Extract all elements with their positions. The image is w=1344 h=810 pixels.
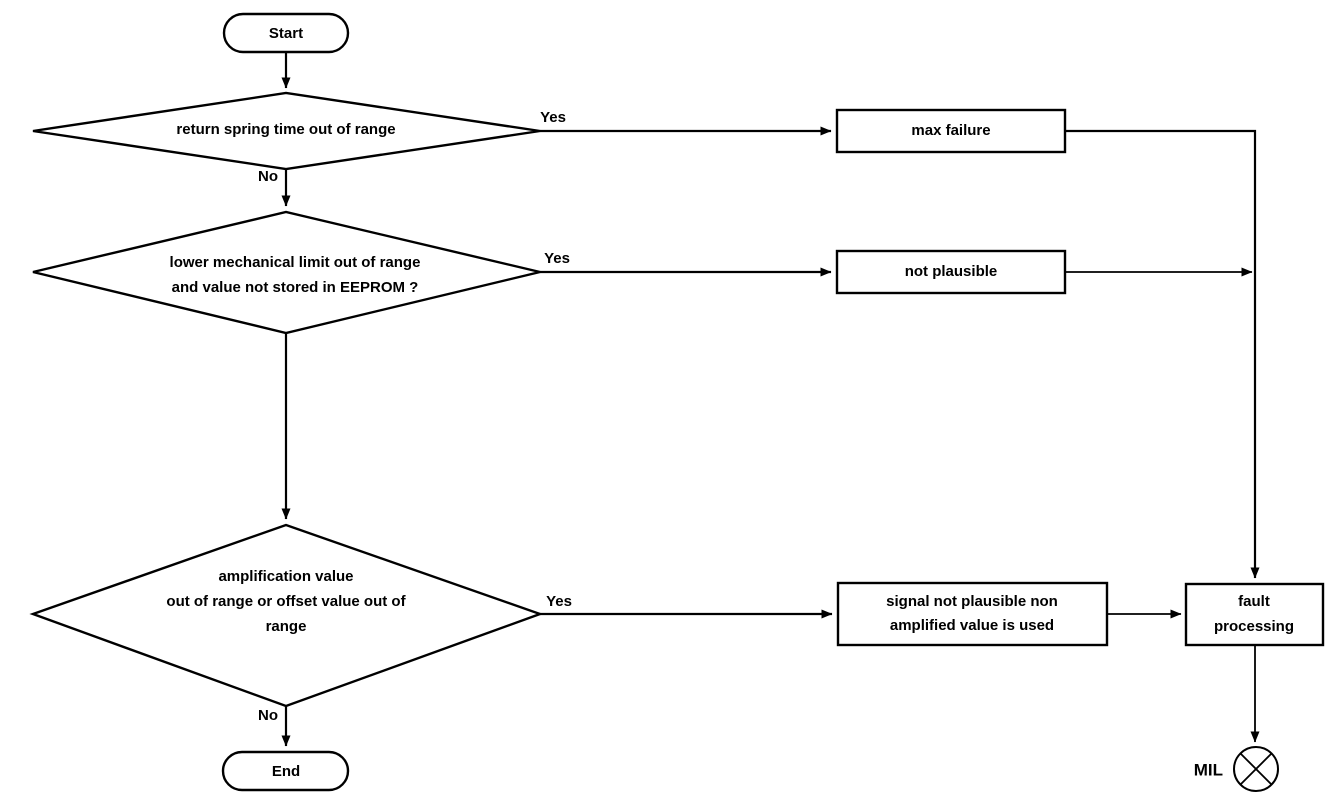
node-decision-lower-mechanical-limit[interactable]: lower mechanical limit out of range and … bbox=[32, 210, 541, 335]
node-decision-return-spring-time[interactable]: return spring time out of range bbox=[32, 91, 541, 171]
node-signal-label-line2: amplified value is used bbox=[890, 617, 1054, 634]
node-decision1-label: return spring time out of range bbox=[176, 121, 395, 138]
edge-label-yes-1: Yes bbox=[540, 109, 566, 126]
node-decision2-label-line1: lower mechanical limit out of range bbox=[170, 254, 421, 271]
node-signal-label-line1: signal not plausible non bbox=[886, 593, 1058, 610]
node-fault-processing-label-line1: fault bbox=[1238, 593, 1270, 610]
node-decision-amplification-value[interactable]: amplification value out of range or offs… bbox=[29, 523, 544, 708]
edge-decision3-yes: Yes bbox=[540, 593, 833, 619]
edge-decision1-yes: Yes bbox=[540, 109, 832, 136]
node-start-label: Start bbox=[269, 25, 303, 42]
edge-decision1-no: No bbox=[258, 168, 291, 207]
node-decision3-label-line3: range bbox=[266, 618, 307, 635]
node-mil-indicator[interactable]: MIL bbox=[1194, 746, 1279, 792]
edge-label-yes-2: Yes bbox=[544, 250, 570, 267]
edge-maxfailure-to-faultprocessing bbox=[1065, 129, 1260, 579]
node-decision3-label-line1: amplification value bbox=[218, 568, 353, 585]
edge-label-no-1: No bbox=[258, 168, 278, 185]
node-not-plausible[interactable]: not plausible bbox=[835, 249, 1067, 295]
node-decision2-label-line2: and value not stored in EEPROM ? bbox=[172, 279, 419, 296]
node-fault-processing-label-line2: processing bbox=[1214, 618, 1294, 635]
node-decision3-label-line2: out of range or offset value out of bbox=[166, 593, 406, 610]
node-end-label: End bbox=[272, 763, 300, 780]
node-not-plausible-label: not plausible bbox=[905, 263, 998, 280]
node-mil-label: MIL bbox=[1194, 760, 1223, 779]
node-start[interactable]: Start bbox=[222, 12, 350, 54]
edge-decision2-yes: Yes bbox=[540, 250, 832, 277]
node-max-failure-label: max failure bbox=[911, 122, 990, 139]
node-max-failure[interactable]: max failure bbox=[835, 108, 1067, 154]
node-signal-not-plausible[interactable]: signal not plausible non amplified value… bbox=[836, 581, 1109, 647]
edge-label-no-2: No bbox=[258, 707, 278, 724]
node-end[interactable]: End bbox=[221, 750, 350, 792]
edge-label-yes-3: Yes bbox=[546, 593, 572, 610]
node-fault-processing[interactable]: fault processing bbox=[1184, 582, 1325, 647]
edge-decision3-no: No bbox=[258, 706, 291, 747]
